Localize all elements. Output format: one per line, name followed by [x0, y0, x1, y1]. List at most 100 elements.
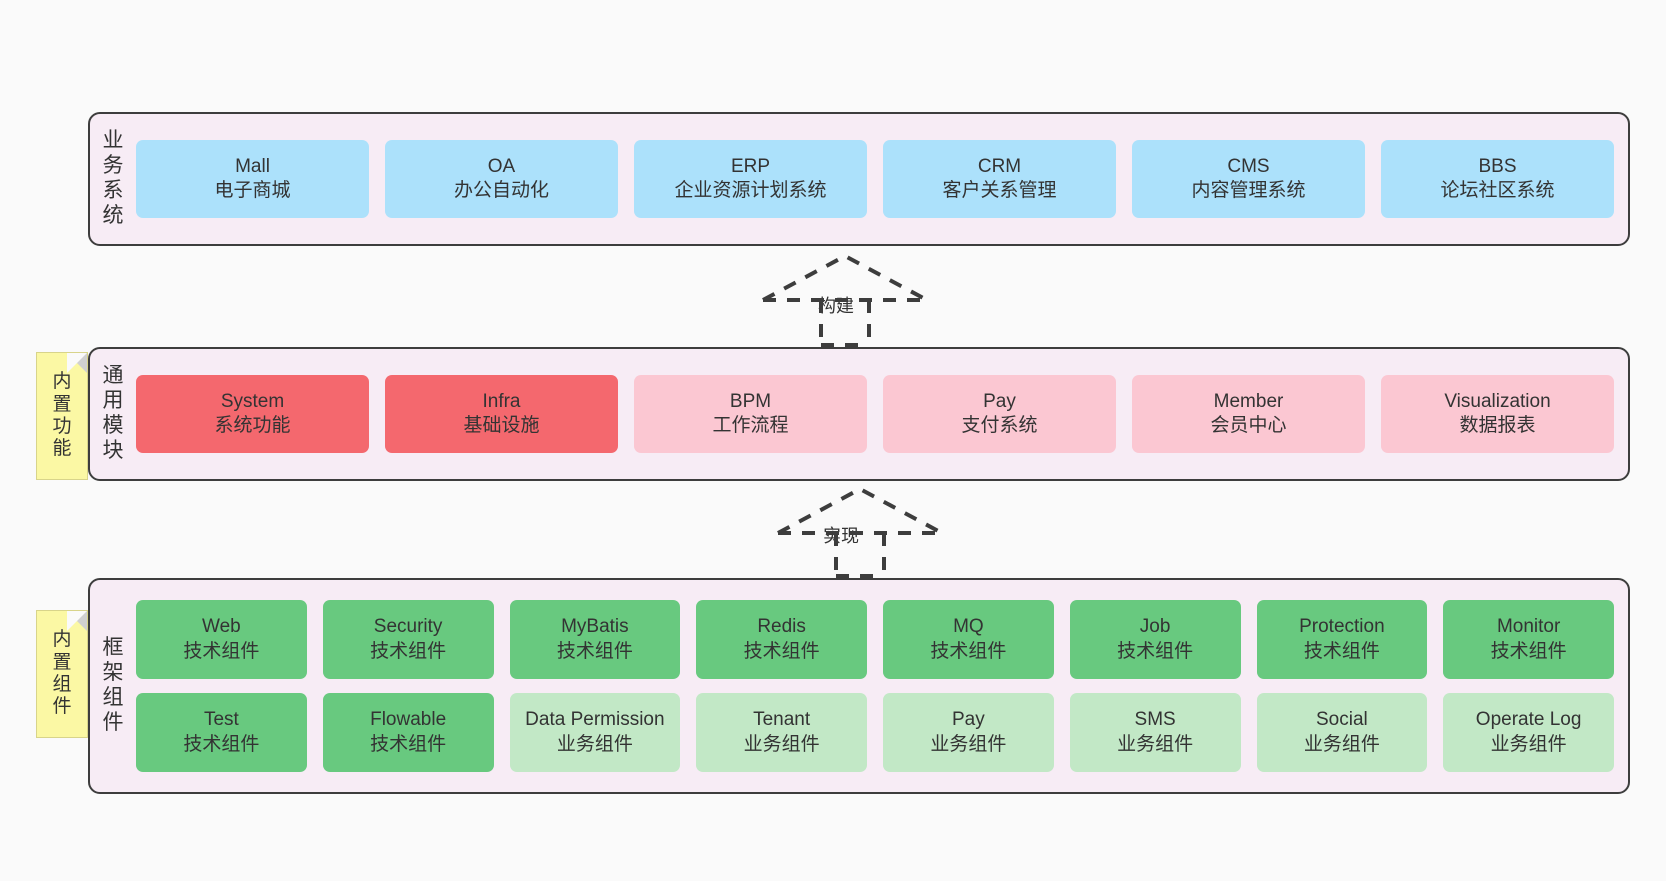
- node-mall[interactable]: Mall 电子商城: [136, 140, 369, 218]
- node-pay-module[interactable]: Pay 支付系统: [883, 375, 1116, 453]
- node-bpm[interactable]: BPM 工作流程: [634, 375, 867, 453]
- note-builtin-components[interactable]: 内 置 组 件: [36, 610, 88, 738]
- layer-common-modules[interactable]: 通 用 模 块 System 系统功能 Infra 基础设施 BPM 工作流程: [88, 347, 1630, 481]
- node-tenant[interactable]: Tenant 业务组件: [696, 693, 867, 772]
- layer-title-char: 组: [102, 686, 124, 709]
- node-label-en: Member: [1213, 390, 1284, 412]
- node-flowable[interactable]: Flowable 技术组件: [322, 693, 494, 772]
- node-label-en: Social: [1316, 709, 1368, 731]
- node-label-en: Infra: [482, 390, 521, 412]
- layer-title-char: 用: [102, 389, 124, 413]
- layer-body-framework-components: Web 技术组件 Security 技术组件 MyBatis 技术组件 Redi…: [136, 580, 1628, 792]
- layer-title-common-modules: 通 用 模 块: [90, 349, 136, 479]
- node-bbs[interactable]: BBS 论坛社区系统: [1381, 140, 1614, 218]
- node-label-en: System: [220, 390, 285, 412]
- node-security[interactable]: Security 技术组件: [322, 600, 494, 679]
- node-label-en: Visualization: [1444, 390, 1551, 412]
- node-label-cn: 支付系统: [961, 415, 1038, 436]
- node-erp[interactable]: ERP 企业资源计划系统: [634, 140, 867, 218]
- node-label-en: MQ: [953, 616, 984, 638]
- connector-implement: [777, 486, 943, 578]
- layer-framework-components[interactable]: 框 架 组 件 Web 技术组件 Security 技术组件 MyBatis 技…: [88, 578, 1630, 794]
- node-label-cn: 技术组件: [930, 640, 1007, 662]
- note-char: 内: [52, 629, 72, 651]
- node-label-cn: 技术组件: [183, 733, 260, 755]
- node-label-en: Redis: [757, 616, 806, 638]
- node-label-en: MyBatis: [561, 616, 629, 638]
- layer-business-systems[interactable]: 业 务 系 统 Mall 电子商城 OA 办公自动化 ERP 企业资源计划系统: [88, 112, 1630, 246]
- node-label-en: Tenant: [753, 709, 811, 731]
- node-label-en: Job: [1139, 616, 1171, 638]
- node-label-en: Security: [373, 616, 443, 638]
- node-label-cn: 技术组件: [1490, 640, 1567, 662]
- note-char: 置: [52, 393, 72, 415]
- node-redis[interactable]: Redis 技术组件: [696, 600, 867, 679]
- node-crm[interactable]: CRM 客户关系管理: [883, 140, 1116, 218]
- node-label-en: BPM: [729, 390, 772, 412]
- layer-title-char: 块: [102, 438, 124, 462]
- node-social[interactable]: Social 业务组件: [1256, 693, 1428, 772]
- layer-title-char: 务: [102, 154, 124, 178]
- layer-title-char: 件: [102, 710, 124, 734]
- node-visualization[interactable]: Visualization 数据报表: [1381, 375, 1614, 453]
- node-label-cn: 技术组件: [556, 640, 633, 662]
- node-member[interactable]: Member 会员中心: [1132, 375, 1365, 453]
- node-protection[interactable]: Protection 技术组件: [1256, 600, 1428, 679]
- node-label-cn: 业务组件: [1117, 733, 1194, 755]
- node-label-cn: 技术组件: [1303, 640, 1380, 662]
- node-label-en: Pay: [983, 390, 1016, 412]
- node-label-cn: 客户关系管理: [942, 180, 1057, 201]
- node-label-en: ERP: [730, 155, 771, 177]
- node-label-cn: 技术组件: [743, 640, 820, 662]
- node-label-cn: 会员中心: [1210, 415, 1287, 436]
- node-label-cn: 业务组件: [1490, 733, 1567, 755]
- note-fold-cut-icon: [67, 353, 87, 373]
- node-label-en: Pay: [952, 709, 985, 731]
- node-label-en: OA: [487, 155, 516, 177]
- note-char: 内: [52, 371, 72, 393]
- node-sms[interactable]: SMS 业务组件: [1069, 693, 1241, 772]
- node-label-cn: 技术组件: [183, 640, 260, 662]
- node-label-cn: 电子商城: [214, 180, 291, 201]
- connector-build: [762, 253, 928, 347]
- node-job[interactable]: Job 技术组件: [1069, 600, 1241, 679]
- node-label-en: CRM: [977, 155, 1022, 177]
- node-pay-component[interactable]: Pay 业务组件: [883, 693, 1054, 772]
- node-oa[interactable]: OA 办公自动化: [385, 140, 618, 218]
- node-label-cn: 企业资源计划系统: [674, 180, 827, 201]
- note-builtin-features[interactable]: 内 置 功 能: [36, 352, 88, 480]
- node-label-cn: 技术组件: [370, 640, 447, 662]
- node-label-en: Operate Log: [1475, 709, 1582, 731]
- node-mybatis[interactable]: MyBatis 技术组件: [509, 600, 681, 679]
- layer-title-char: 通: [102, 364, 124, 388]
- note-char: 组: [52, 674, 72, 695]
- layer-title-char: 统: [102, 203, 124, 227]
- layer-body-business-systems: Mall 电子商城 OA 办公自动化 ERP 企业资源计划系统 CRM 客户关系…: [136, 114, 1628, 244]
- node-label-en: Flowable: [370, 709, 447, 731]
- node-mq[interactable]: MQ 技术组件: [883, 600, 1054, 679]
- node-label-cn: 工作流程: [712, 415, 789, 436]
- node-label-cn: 论坛社区系统: [1440, 180, 1555, 201]
- node-label-cn: 办公自动化: [453, 180, 549, 201]
- node-label-cn: 业务组件: [1303, 733, 1380, 755]
- node-test[interactable]: Test 技术组件: [136, 693, 307, 772]
- node-label-en: Web: [202, 616, 241, 638]
- node-web[interactable]: Web 技术组件: [136, 600, 307, 679]
- node-infra[interactable]: Infra 基础设施: [385, 375, 618, 453]
- note-char: 置: [52, 651, 72, 673]
- node-cms[interactable]: CMS 内容管理系统: [1132, 140, 1365, 218]
- node-data-permission[interactable]: Data Permission 业务组件: [509, 693, 681, 772]
- layer-body-common-modules: System 系统功能 Infra 基础设施 BPM 工作流程 Pay 支付系统…: [136, 349, 1628, 479]
- node-label-cn: 内容管理系统: [1191, 180, 1306, 201]
- layer-title-char: 架: [102, 661, 124, 685]
- node-system[interactable]: System 系统功能: [136, 375, 369, 453]
- node-label-cn: 技术组件: [370, 733, 447, 755]
- node-label-cn: 业务组件: [556, 733, 633, 755]
- node-operate-log[interactable]: Operate Log 业务组件: [1443, 693, 1614, 772]
- node-label-cn: 数据报表: [1459, 415, 1536, 436]
- node-label-en: Mall: [235, 155, 270, 177]
- node-label-cn: 系统功能: [214, 415, 291, 436]
- node-row: Mall 电子商城 OA 办公自动化 ERP 企业资源计划系统 CRM 客户关系…: [136, 140, 1614, 218]
- node-label-cn: 业务组件: [743, 733, 820, 755]
- node-monitor[interactable]: Monitor 技术组件: [1443, 600, 1614, 679]
